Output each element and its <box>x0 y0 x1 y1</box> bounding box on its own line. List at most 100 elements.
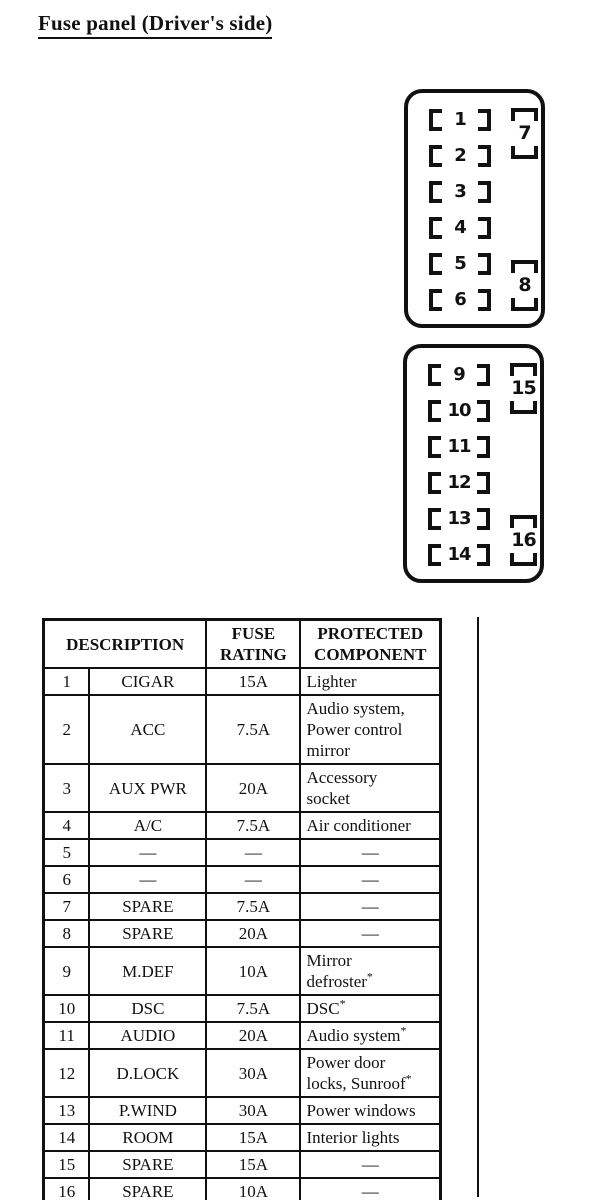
fuse-description-cell: DSC <box>88 994 208 1023</box>
fuse-table: DESCRIPTION FUSE RATING PROTECTED COMPON… <box>42 618 442 1200</box>
protected-component-cell: Air conditioner <box>299 811 442 840</box>
fuse-number-cell: 5 <box>42 838 91 867</box>
bracket-bottom-icon <box>510 553 537 566</box>
fuse-symbol: 10 <box>428 400 490 422</box>
fuse-description-cell: SPARE <box>88 919 208 948</box>
fuse-number: 1 <box>454 109 467 130</box>
fuse-rating-cell: 20A <box>205 919 302 948</box>
fuse-symbol-large: 7 <box>511 108 538 159</box>
bracket-top-icon <box>511 108 538 121</box>
bracket-bottom-icon <box>511 146 538 159</box>
fuse-number-cell: 11 <box>42 1021 91 1050</box>
bracket-bottom-icon <box>510 401 537 414</box>
fuse-description-cell: ACC <box>88 694 208 765</box>
fuse-number: 13 <box>447 508 471 529</box>
fuse-description-cell: SPARE <box>88 1150 208 1179</box>
page-title: Fuse panel (Driver's side) <box>38 11 273 39</box>
fuse-symbol-large: 16 <box>510 515 537 566</box>
fuse-number-cell: 8 <box>42 919 91 948</box>
protected-component-cell: — <box>299 865 442 894</box>
bracket-left-icon <box>429 253 442 275</box>
fuse-description-cell: — <box>88 838 208 867</box>
protected-component-cell: Interior lights <box>299 1123 442 1152</box>
bracket-right-icon <box>478 253 491 275</box>
fuse-number: 5 <box>454 253 467 274</box>
bracket-right-icon <box>477 508 490 530</box>
fuse-rating-cell: 20A <box>205 1021 302 1050</box>
fuse-number-cell: 10 <box>42 994 91 1023</box>
fuse-number: 2 <box>454 145 467 166</box>
fuse-symbol: 2 <box>429 145 491 167</box>
bracket-left-icon <box>428 508 441 530</box>
fuse-number: 14 <box>447 544 471 565</box>
fuse-number: 8 <box>518 274 531 296</box>
fuse-description-cell: SPARE <box>88 892 208 921</box>
fuse-number: 12 <box>447 472 471 493</box>
fuse-number-cell: 16 <box>42 1177 91 1200</box>
fuse-number: 6 <box>454 289 467 310</box>
fuse-rating-cell: — <box>205 838 302 867</box>
fuse-number-cell: 13 <box>42 1096 91 1125</box>
fuse-rating-cell: 20A <box>205 763 302 813</box>
page-edge-rule <box>477 617 479 1197</box>
fuse-description-cell: SPARE <box>88 1177 208 1200</box>
fuse-number-cell: 1 <box>42 667 91 696</box>
protected-component-cell: — <box>299 838 442 867</box>
fuse-symbol: 11 <box>428 436 490 458</box>
bracket-bottom-icon <box>511 298 538 311</box>
fuse-rating-cell: 30A <box>205 1048 302 1098</box>
header-description: DESCRIPTION <box>42 618 208 669</box>
fuse-symbol: 3 <box>429 181 491 203</box>
fuse-symbol: 6 <box>429 289 491 311</box>
fuse-number-cell: 15 <box>42 1150 91 1179</box>
protected-component-cell: — <box>299 919 442 948</box>
fuse-number: 11 <box>447 436 471 457</box>
protected-component-cell: — <box>299 1150 442 1179</box>
fuse-description-cell: M.DEF <box>88 946 208 996</box>
table-header-row: DESCRIPTION FUSE RATING PROTECTED COMPON… <box>42 618 442 669</box>
bracket-left-icon <box>428 472 441 494</box>
fuse-number-cell: 14 <box>42 1123 91 1152</box>
bracket-right-icon <box>477 544 490 566</box>
fuse-symbol: 14 <box>428 544 490 566</box>
fuse-number-cell: 6 <box>42 865 91 894</box>
fuse-description-cell: CIGAR <box>88 667 208 696</box>
protected-component-cell: Power windows <box>299 1096 442 1125</box>
fuse-description-cell: ROOM <box>88 1123 208 1152</box>
protected-component-cell: Audio system* <box>299 1021 442 1050</box>
fuse-description-cell: — <box>88 865 208 894</box>
fuse-box: 1 2 3 4 5 6 7 8 <box>404 89 545 328</box>
table-row: 5——— <box>42 838 442 867</box>
bracket-left-icon <box>429 145 442 167</box>
protected-component-cell: DSC* <box>299 994 442 1023</box>
bracket-right-icon <box>478 145 491 167</box>
fuse-number-cell: 7 <box>42 892 91 921</box>
fuse-number: 9 <box>453 364 466 385</box>
fuse-number-cell: 4 <box>42 811 91 840</box>
bracket-top-icon <box>510 515 537 528</box>
fuse-box: 9 10 11 12 13 14 15 16 <box>403 344 544 583</box>
fuse-symbol: 4 <box>429 217 491 239</box>
bracket-left-icon <box>428 436 441 458</box>
bracket-right-icon <box>477 400 490 422</box>
small-fuse-column: 9 10 11 12 13 14 <box>428 364 490 566</box>
header-fuse-rating: FUSE RATING <box>205 618 302 669</box>
bracket-left-icon <box>429 217 442 239</box>
fuse-symbol: 12 <box>428 472 490 494</box>
fuse-description-cell: AUDIO <box>88 1021 208 1050</box>
fuse-number: 15 <box>511 377 536 399</box>
fuse-rating-cell: 30A <box>205 1096 302 1125</box>
fuse-rating-cell: 10A <box>205 1177 302 1200</box>
